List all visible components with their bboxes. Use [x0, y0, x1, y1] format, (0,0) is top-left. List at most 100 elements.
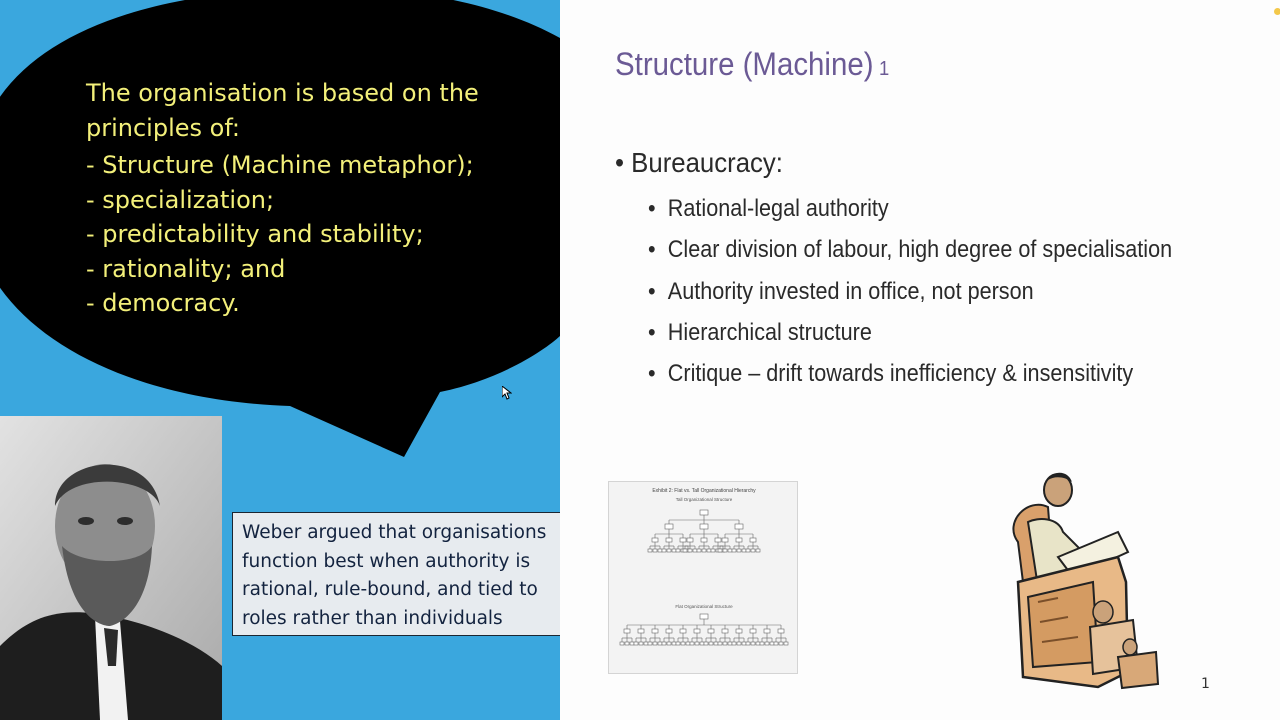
page-number: 1: [1201, 676, 1210, 692]
sub-bullet-text: Hierarchical structure: [667, 318, 872, 346]
principle-item: - rationality; and: [86, 254, 286, 283]
org-node: [750, 548, 756, 553]
sub-bullet-text: Authority invested in office, not person: [667, 277, 1034, 305]
org-node: [721, 537, 729, 543]
clerk-at-desk-illustration: [998, 462, 1168, 690]
slide-title-subscript: 1: [879, 58, 890, 80]
mouse-cursor-icon: [502, 386, 512, 400]
org-chart-tall-label: Tall Organizational Structure: [676, 497, 733, 502]
org-node: [741, 548, 747, 553]
org-node: [703, 641, 709, 646]
org-node: [647, 548, 653, 553]
org-node: [701, 548, 707, 553]
org-node: [722, 641, 728, 646]
org-node: [736, 548, 742, 553]
slide-panel: Structure (Machine)1 • Bureaucracy: •Rat…: [560, 0, 1280, 720]
org-node: [623, 628, 631, 634]
org-node: [671, 641, 677, 646]
org-node: [671, 548, 677, 553]
org-node: [682, 548, 688, 553]
org-node: [651, 537, 659, 543]
org-node: [755, 641, 761, 646]
org-node: [661, 548, 667, 553]
org-node: [745, 641, 751, 646]
org-node: [699, 523, 709, 530]
org-node: [749, 537, 757, 543]
sub-bullet-item: • Critique – drift towards inefficiency &…: [648, 357, 1172, 398]
org-node: [764, 641, 770, 646]
bullet-marker: •: [615, 147, 625, 178]
org-node: [717, 548, 723, 553]
org-node: [727, 641, 733, 646]
org-node: [680, 641, 686, 646]
sub-bullet-text: Critique – drift towards inefficiency & …: [667, 360, 1134, 388]
caption-text: Weber argued that organisations function…: [242, 522, 547, 629]
sub-bullet-text: Clear division of labour, high degree of…: [667, 236, 1173, 264]
org-node: [773, 641, 779, 646]
main-bullet: • Bureaucracy:: [615, 147, 783, 179]
org-node: [699, 641, 705, 646]
principles-list: - Structure (Machine metaphor); - specia…: [86, 148, 546, 321]
org-node: [647, 641, 653, 646]
sub-bullet-item: •Authority invested in office, not perso…: [648, 275, 1172, 316]
sub-bullet-item: • Hierarchical structure: [648, 316, 1172, 357]
org-node: [675, 548, 681, 553]
sub-bullet-list: • Rational-legal authority • Clear divisio…: [648, 192, 1172, 398]
org-node: [763, 628, 771, 634]
org-node: [666, 548, 672, 553]
org-node: [629, 641, 635, 646]
presenter-indicator-icon: [1274, 8, 1280, 15]
org-node: [750, 641, 756, 646]
org-node: [745, 548, 751, 553]
principle-item: - democracy.: [86, 289, 240, 317]
org-node: [714, 537, 722, 543]
org-node: [689, 641, 695, 646]
org-node: [664, 523, 674, 530]
principle-item: - specialization;: [86, 185, 275, 214]
org-node: [708, 641, 714, 646]
org-node: [734, 523, 744, 530]
sub-bullet-item: • Clear division of labour, high degree o…: [648, 233, 1172, 274]
org-node: [699, 509, 709, 516]
org-node: [679, 628, 687, 634]
org-node: [755, 548, 761, 553]
left-panel: The organisation is based on the princip…: [0, 0, 560, 720]
org-node: [652, 548, 658, 553]
org-node: [694, 641, 700, 646]
weber-caption: Weber argued that organisations function…: [232, 512, 560, 636]
org-node: [619, 641, 625, 646]
org-node: [769, 641, 775, 646]
org-node: [731, 641, 737, 646]
bubble-text: The organisation is based on the princip…: [86, 76, 546, 321]
org-node: [666, 641, 672, 646]
org-node: [652, 641, 658, 646]
org-node: [665, 537, 673, 543]
org-node: [657, 548, 663, 553]
org-node: [624, 641, 630, 646]
org-node: [778, 641, 784, 646]
org-node: [735, 628, 743, 634]
sub-bullet-text: Rational-legal authority: [667, 195, 889, 222]
org-node: [731, 548, 737, 553]
org-node: [736, 641, 742, 646]
org-node: [643, 641, 649, 646]
org-node: [687, 548, 693, 553]
org-node: [661, 641, 667, 646]
slide-title: Structure (Machine)1: [615, 46, 889, 83]
org-node: [713, 641, 719, 646]
org-node: [727, 548, 733, 553]
org-node: [638, 641, 644, 646]
main-bullet-text: Bureaucracy:: [631, 147, 783, 178]
bullet-marker: •: [648, 236, 656, 264]
org-node: [699, 613, 709, 620]
bullet-marker: •: [648, 360, 656, 388]
slide-title-text: Structure (Machine): [615, 46, 874, 82]
org-node: [759, 641, 765, 646]
speech-bubble: [0, 0, 560, 457]
org-node: [717, 641, 723, 646]
org-node: [700, 537, 708, 543]
org-node: [735, 537, 743, 543]
bullet-marker: •: [648, 318, 656, 346]
org-node: [692, 548, 698, 553]
bullet-marker: •: [648, 195, 656, 222]
